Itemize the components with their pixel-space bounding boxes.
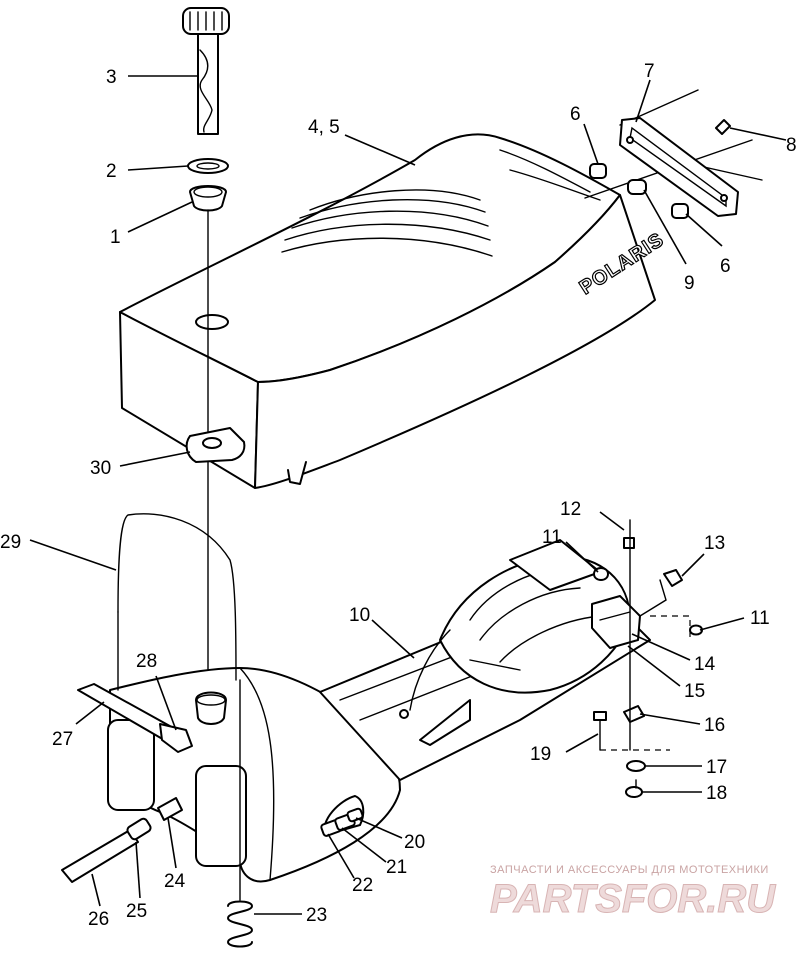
callout-labels: 3 2 1 4, 5 6 7 8 6 9 10 11 12 13 11 14 1…	[0, 61, 797, 930]
washer-16	[623, 705, 645, 723]
callout-3: 3	[106, 67, 117, 88]
watermark-site: PARTSFOR.RU	[490, 877, 776, 921]
callout-28: 28	[136, 651, 157, 672]
clamp-25	[126, 817, 152, 841]
callout-1: 1	[110, 227, 121, 248]
callout-14: 14	[694, 654, 716, 675]
filler-hole	[195, 314, 229, 330]
callout-19: 19	[530, 744, 551, 765]
nut-18	[625, 786, 643, 798]
callout-6b: 6	[720, 256, 731, 277]
seat-tab	[287, 461, 307, 485]
spring-23	[227, 679, 253, 948]
latch-13	[663, 569, 683, 587]
seat-side	[254, 194, 656, 489]
buckle-28	[159, 723, 193, 753]
callout-7: 7	[644, 61, 655, 82]
callout-21: 21	[386, 857, 407, 878]
drain-fitting	[320, 807, 364, 837]
callout-29: 29	[0, 532, 21, 553]
chassis-tunnel	[319, 539, 651, 781]
callout-22: 22	[352, 875, 373, 896]
bolt-12	[623, 537, 635, 549]
hose-26	[61, 829, 139, 883]
callout-4-5: 4, 5	[308, 117, 340, 138]
callout-27: 27	[52, 729, 73, 750]
gasket-2	[187, 158, 229, 174]
bulb-6b	[671, 203, 689, 219]
bulb-9	[627, 179, 647, 195]
washer-17	[626, 760, 646, 772]
callout-6a: 6	[570, 104, 581, 125]
leader-lines	[29, 75, 787, 915]
watermark-caption: ЗАПЧАСТИ И АКСЕССУАРЫ ДЛЯ МОТОТЕХНИКИ	[490, 864, 769, 876]
tank-saddle-left	[107, 719, 155, 811]
callout-11b: 11	[750, 608, 770, 629]
callout-23: 23	[306, 905, 327, 926]
stud-19	[593, 711, 607, 721]
callout-12: 12	[560, 499, 581, 520]
callout-20: 20	[404, 832, 425, 853]
screw-8	[715, 119, 731, 135]
hardware	[591, 519, 703, 798]
tank-saddle-right	[195, 765, 247, 867]
callout-25: 25	[126, 901, 147, 922]
fuel-gauge-tube	[197, 33, 219, 135]
callout-18: 18	[706, 783, 727, 804]
callout-9: 9	[684, 273, 695, 294]
vent-line-29	[117, 513, 237, 681]
tank-filler-neck	[195, 691, 227, 725]
callout-16: 16	[704, 715, 725, 736]
taillight-assembly	[584, 89, 763, 219]
bracket-14	[591, 595, 641, 649]
callout-10: 10	[349, 605, 370, 626]
callout-11a: 11	[542, 527, 562, 548]
callout-30: 30	[90, 458, 111, 479]
fuel-hose	[61, 797, 183, 883]
fuel-cap-assembly	[182, 7, 230, 691]
watermark: ЗАПЧАСТИ И АКСЕССУАРЫ ДЛЯ МОТОТЕХНИКИ PA…	[490, 864, 777, 922]
callout-15: 15	[684, 681, 705, 702]
fitting-20	[346, 807, 364, 823]
callout-8: 8	[786, 135, 797, 156]
taillight-lens	[619, 117, 739, 217]
callout-2: 2	[106, 161, 117, 182]
callout-26: 26	[88, 909, 109, 930]
callout-24: 24	[164, 871, 186, 892]
seat-assembly: POLARIS	[119, 133, 669, 489]
callout-13: 13	[704, 533, 725, 554]
fitting-24	[157, 797, 183, 821]
callout-17: 17	[706, 757, 727, 778]
grommet-1	[189, 185, 227, 212]
bulb-6a	[589, 163, 607, 179]
